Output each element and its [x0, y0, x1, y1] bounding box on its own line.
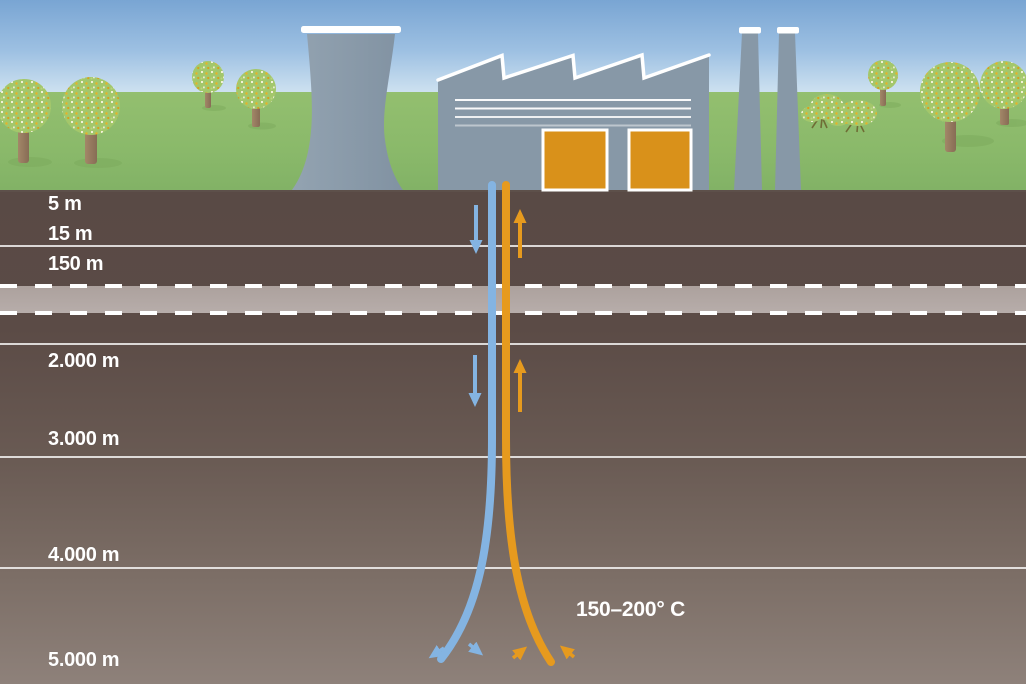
sky: [0, 0, 1026, 92]
aquifer-top-dashed-line: [0, 284, 1026, 288]
depth-label: 5 m: [48, 193, 82, 215]
temperature-label: 150–200° C: [576, 598, 686, 621]
aquifer-bottom-dashed-line: [0, 311, 1026, 315]
depth-label: 5.000 m: [48, 649, 120, 671]
depth-label: 4.000 m: [48, 544, 120, 566]
layer-boundary-line: [0, 343, 1026, 345]
depth-label: 2.000 m: [48, 350, 120, 372]
depth-label: 15 m: [48, 223, 93, 245]
aquifer-band: [0, 284, 1026, 315]
layer-boundary-line: [0, 245, 1026, 247]
underground-soil: [0, 190, 1026, 684]
layer-boundary-line: [0, 456, 1026, 458]
grass-field: [0, 92, 1026, 190]
depth-label: 3.000 m: [48, 428, 120, 450]
layer-boundary-line: [0, 567, 1026, 569]
depth-label: 150 m: [48, 253, 104, 275]
